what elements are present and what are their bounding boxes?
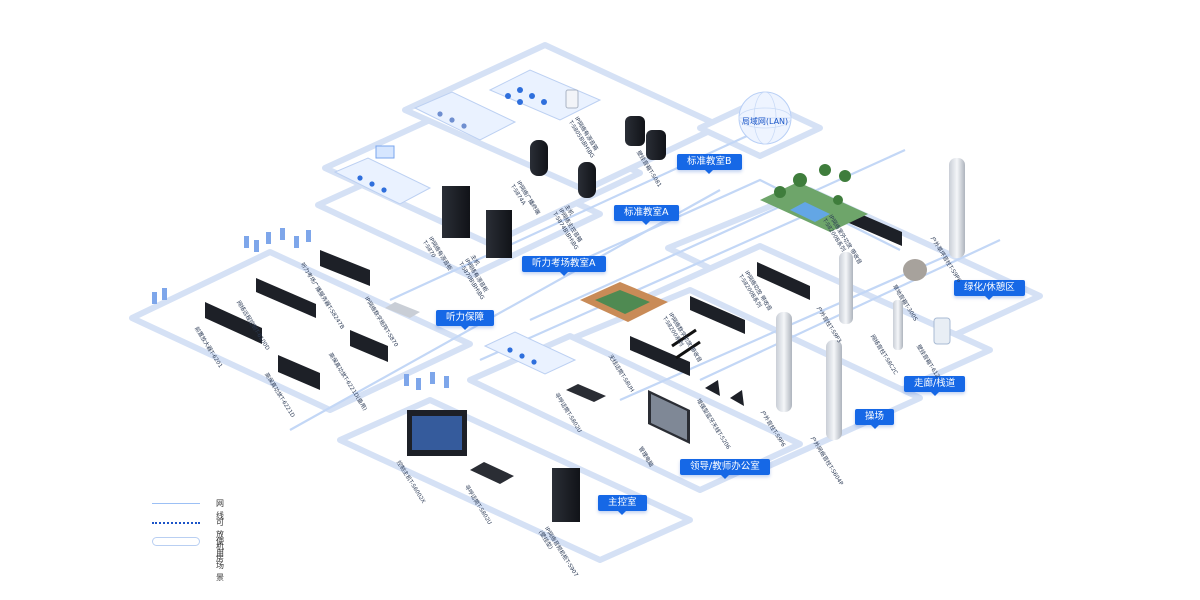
- legend-line-swatch: [152, 503, 200, 504]
- tag-classroom-b[interactable]: 标准教室B: [677, 154, 742, 174]
- tag-green-rest[interactable]: 绿化/休憩区: [954, 280, 1025, 300]
- tag-classroom-a[interactable]: 标准教室A: [614, 205, 679, 225]
- wall-speaker-white-icon: [933, 317, 951, 345]
- playground-illustration: [580, 282, 668, 322]
- legend-label: 网线: [216, 499, 224, 520]
- lan-node: 局域网(LAN): [735, 96, 795, 156]
- hearing-exam-illustration: [333, 145, 432, 205]
- people-group-icon: [152, 228, 449, 390]
- rock-speaker-icon: [903, 259, 927, 281]
- legend-dotted-swatch: [152, 522, 200, 524]
- lan-globe-icon: [738, 91, 792, 145]
- classroom-b-illustration: [488, 69, 602, 121]
- tag-teacher-office[interactable]: 领导/教师办公室: [680, 459, 770, 479]
- network-switch-icon: [385, 302, 420, 318]
- tag-playground[interactable]: 操场: [855, 409, 895, 429]
- wireless-mic-icon: [671, 328, 701, 360]
- classroom-a-illustration: [413, 91, 517, 141]
- control-host-screen-icon: [407, 410, 467, 456]
- office-illustration: [483, 331, 577, 375]
- tag-hearing-exam[interactable]: 听力考场教室A: [522, 256, 606, 276]
- legend-label: 使用场景: [216, 537, 224, 582]
- platform-hearing-support: [129, 249, 473, 413]
- column-speaker-icon: [776, 158, 965, 440]
- legend-pill-swatch: [152, 537, 200, 546]
- tag-hearing-support[interactable]: 听力保障: [436, 310, 495, 330]
- pa-speaker-icon: [530, 140, 596, 198]
- classroom-b-wall-speaker-icon: [625, 116, 666, 160]
- legend-label: 可放机房: [216, 518, 224, 563]
- tag-control-room[interactable]: 主控室: [598, 495, 647, 515]
- green-area-illustration: [760, 164, 868, 232]
- paging-mic-icon: [470, 384, 606, 484]
- monitor-icon: [648, 390, 690, 444]
- tag-corridor[interactable]: 走廊/栈道: [904, 376, 966, 396]
- audio-cabinet-icon: [442, 186, 580, 522]
- antenna-icon: [705, 380, 744, 406]
- lan-label: 局域网(LAN): [741, 117, 789, 126]
